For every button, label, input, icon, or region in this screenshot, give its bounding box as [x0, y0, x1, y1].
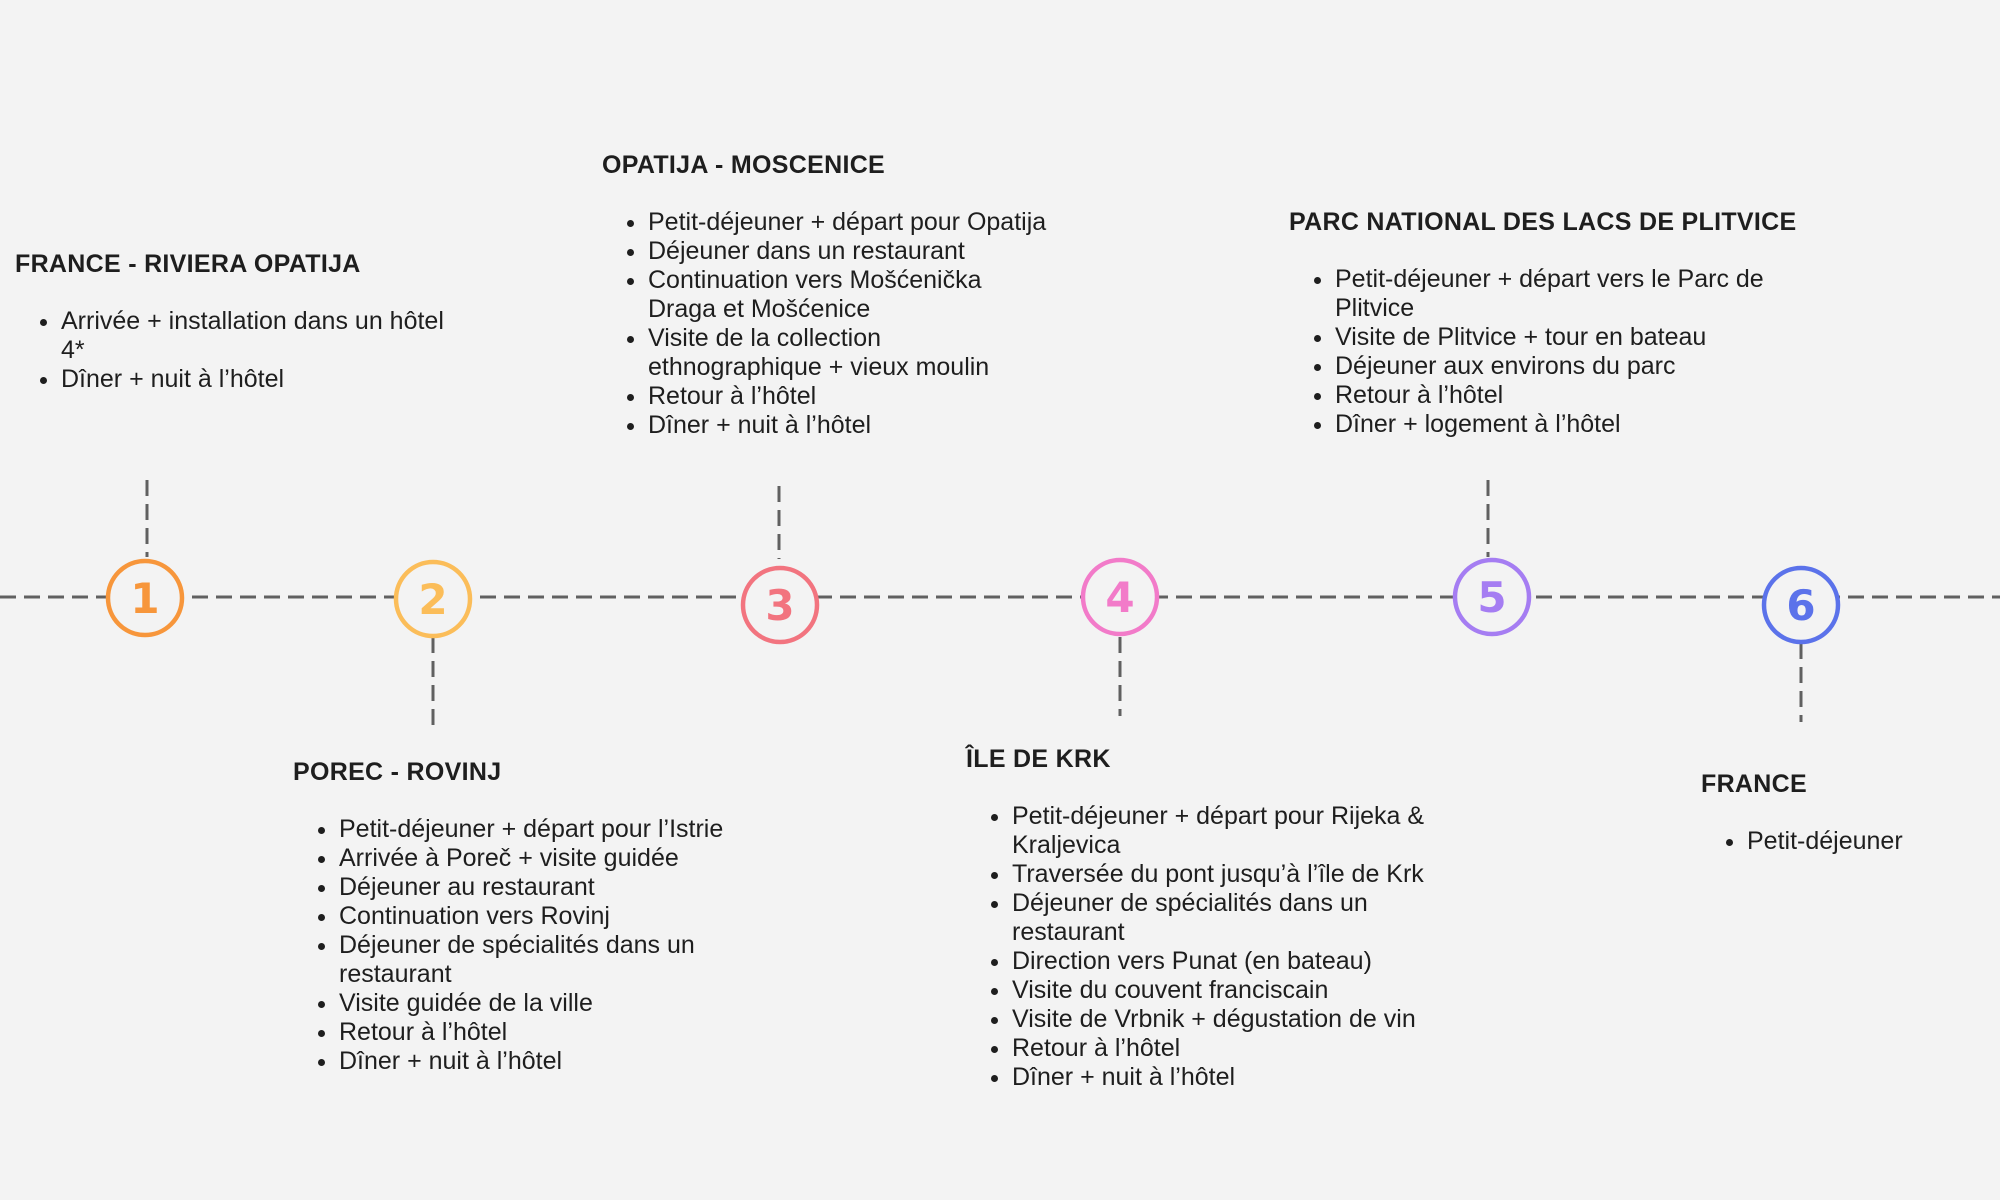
day-block-2: POREC - ROVINJ Petit-déjeuner + départ p… — [293, 757, 813, 1076]
day-block-1: FRANCE - RIVIERA OPATIJA Arrivée + insta… — [15, 249, 445, 394]
list-item: Dîner + nuit à l’hôtel — [61, 365, 445, 394]
step-marker-5: 5 — [1452, 557, 1532, 637]
day-title: ÎLE DE KRK — [966, 745, 1111, 773]
step-number-1: 1 — [130, 574, 159, 623]
step-number-2: 2 — [418, 575, 447, 624]
list-item: Petit-déjeuner — [1747, 827, 1981, 856]
list-item: Direction vers Punat (en bateau) — [1012, 947, 1446, 976]
day-block-5: PARC NATIONAL DES LACS DE PLITVICE Petit… — [1289, 207, 1829, 439]
step-marker-4: 4 — [1080, 557, 1160, 637]
day-block-6: FRANCE Petit-déjeuner — [1701, 769, 1981, 856]
day-title: PARC NATIONAL DES LACS DE PLITVICE — [1289, 208, 1797, 236]
list-item: Retour à l’hôtel — [339, 1018, 813, 1047]
step-marker-6: 6 — [1761, 565, 1841, 645]
activity-list: Petit-déjeuner + départ pour Opatija Déj… — [602, 208, 1052, 440]
list-item: Petit-déjeuner + départ vers le Parc de … — [1335, 265, 1829, 323]
list-item: Visite du couvent franciscain — [1012, 976, 1446, 1005]
day-block-4: ÎLE DE KRK Petit-déjeuner + départ pour … — [966, 744, 1446, 1092]
list-item: Déjeuner dans un restaurant — [648, 237, 1052, 266]
day-title: POREC - ROVINJ — [293, 758, 502, 786]
list-item: Traversée du pont jusqu’à l’île de Krk — [1012, 860, 1446, 889]
day-title: OPATIJA - MOSCENICE — [602, 151, 886, 179]
list-item: Retour à l’hôtel — [1335, 381, 1829, 410]
list-item: Déjeuner de spécialités dans un restaura… — [1012, 889, 1446, 947]
list-item: Déjeuner au restaurant — [339, 873, 813, 902]
step-marker-2: 2 — [393, 559, 473, 639]
list-item: Déjeuner de spécialités dans un restaura… — [339, 931, 813, 989]
step-marker-1: 1 — [105, 558, 185, 638]
activity-list: Petit-déjeuner + départ vers le Parc de … — [1289, 265, 1829, 439]
activity-list: Petit-déjeuner + départ pour Rijeka & Kr… — [966, 802, 1446, 1092]
activity-list: Petit-déjeuner + départ pour l’Istrie Ar… — [293, 815, 813, 1076]
list-item: Petit-déjeuner + départ pour Opatija — [648, 208, 1052, 237]
list-item: Visite de Vrbnik + dégustation de vin — [1012, 1005, 1446, 1034]
list-item: Retour à l’hôtel — [1012, 1034, 1446, 1063]
list-item: Dîner + logement à l’hôtel — [1335, 410, 1829, 439]
step-number-4: 4 — [1105, 573, 1134, 622]
day-title: FRANCE — [1701, 770, 1807, 798]
list-item: Dîner + nuit à l’hôtel — [339, 1047, 813, 1076]
day-title: FRANCE - RIVIERA OPATIJA — [15, 250, 361, 278]
list-item: Petit-déjeuner + départ pour Rijeka & Kr… — [1012, 802, 1446, 860]
list-item: Visite de Plitvice + tour en bateau — [1335, 323, 1829, 352]
list-item: Arrivée + installation dans un hôtel 4* — [61, 307, 445, 365]
list-item: Continuation vers Rovinj — [339, 902, 813, 931]
activity-list: Petit-déjeuner — [1701, 827, 1981, 856]
list-item: Dîner + nuit à l’hôtel — [1012, 1063, 1446, 1092]
list-item: Continuation vers Mošćenička Draga et Mo… — [648, 266, 1052, 324]
list-item: Visite de la collection ethnographique +… — [648, 324, 1052, 382]
step-marker-3: 3 — [740, 565, 820, 645]
list-item: Visite guidée de la ville — [339, 989, 813, 1018]
list-item: Retour à l’hôtel — [648, 382, 1052, 411]
day-block-3: OPATIJA - MOSCENICE Petit-déjeuner + dép… — [602, 150, 1052, 440]
step-number-3: 3 — [765, 581, 794, 630]
list-item: Déjeuner aux environs du parc — [1335, 352, 1829, 381]
step-number-6: 6 — [1786, 581, 1815, 630]
activity-list: Arrivée + installation dans un hôtel 4* … — [15, 307, 445, 394]
step-number-5: 5 — [1477, 573, 1506, 622]
list-item: Arrivée à Poreč + visite guidée — [339, 844, 813, 873]
list-item: Dîner + nuit à l’hôtel — [648, 411, 1052, 440]
list-item: Petit-déjeuner + départ pour l’Istrie — [339, 815, 813, 844]
